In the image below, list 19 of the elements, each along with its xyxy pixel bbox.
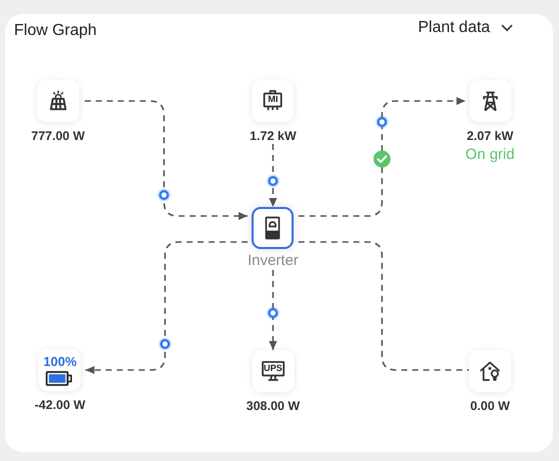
device-label: UPS xyxy=(264,363,282,373)
device-name: Inverter xyxy=(248,252,298,270)
dropdown-label: Plant data xyxy=(418,18,490,38)
battery-level: 100% xyxy=(43,354,77,368)
card-title: Flow Graph xyxy=(14,21,97,41)
dashed-arrow xyxy=(298,96,466,217)
power-value: -42.00 W xyxy=(34,398,86,413)
power-value: 2.07 kW xyxy=(466,129,514,144)
dashed-line xyxy=(298,241,469,371)
dashed-arrow xyxy=(268,144,278,207)
power-value: 308.00 W xyxy=(246,399,300,414)
status-text: On grid xyxy=(465,146,515,164)
power-value: 777.00 W xyxy=(31,129,85,144)
device-label: MI xyxy=(268,94,278,104)
power-value: 0.00 W xyxy=(470,399,510,414)
power-value: 1.72 kW xyxy=(250,129,296,144)
dashed-arrow xyxy=(268,270,278,350)
dashed-arrow xyxy=(84,100,248,220)
dashed-arrow xyxy=(85,241,248,374)
